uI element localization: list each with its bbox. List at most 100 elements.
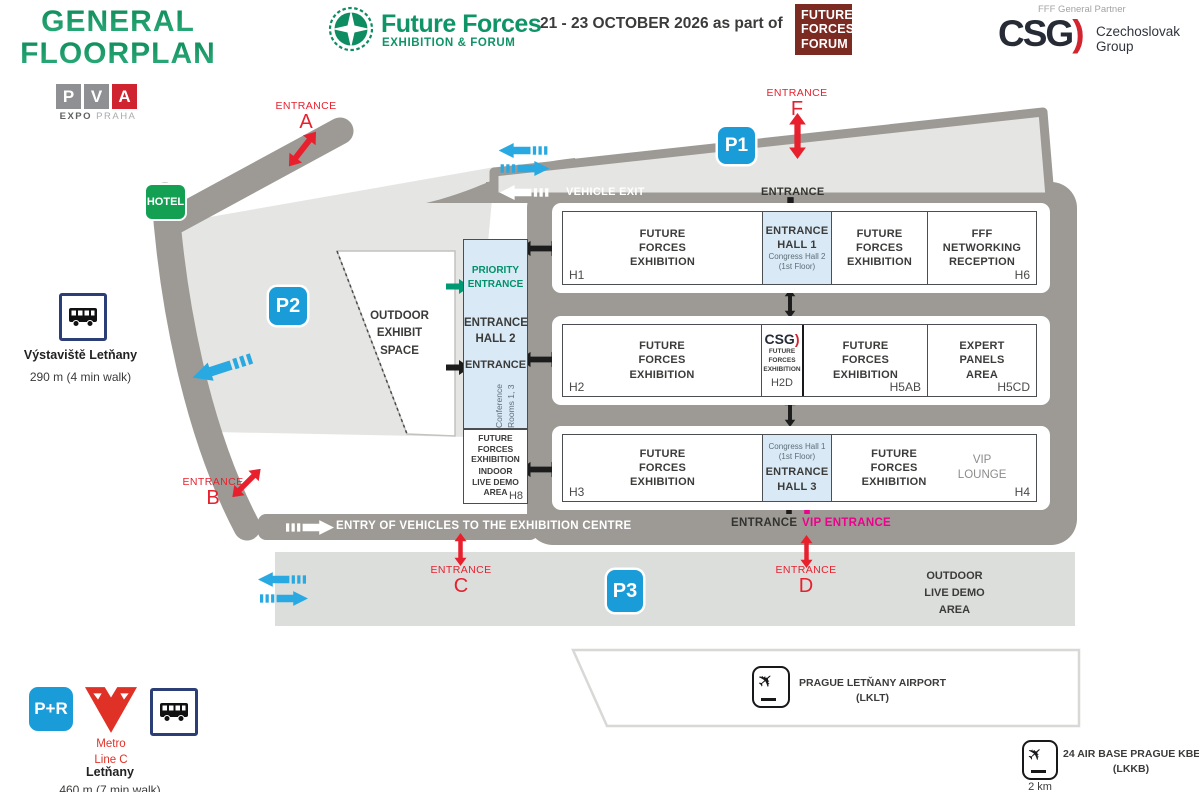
entrance-hall-2: PRIORITY ENTRANCE ENTRANCE HALL 2 ENTRAN… [463, 239, 528, 429]
parking-p1-badge: P1 [718, 127, 755, 164]
p2-exit-arrow-icon [192, 353, 254, 381]
kbely-airbase-name: 24 AIR BASE PRAGUE KBELY [1063, 748, 1199, 760]
entrance-c-letter: C [453, 575, 469, 597]
page-title-line1: GENERAL [2, 6, 234, 38]
row3-side-connector-arrow-icon [520, 461, 562, 478]
entrance-d-label: ENTRANCE D [768, 564, 844, 596]
h3-exhibition-label: FUTURE FORCES EXHIBITION [630, 447, 695, 489]
p3-right-arrow-icon [260, 591, 308, 606]
metro-station-distance: 460 m (7 min walk) [59, 783, 161, 792]
pva-expo-label: EXPO [59, 111, 93, 122]
p3-parking-area [275, 552, 1075, 626]
top-entrance-label: ENTRANCE [761, 186, 825, 198]
hall-h6: FFF NETWORKING RECEPTION H6 [928, 212, 1036, 284]
h4-code: H4 [1014, 485, 1030, 499]
kbely-distance: 2 km [1028, 781, 1052, 792]
entrance-a-arrow-icon [288, 131, 317, 167]
h2d-exhibition-label: FUTURE FORCES EXHIBITION [763, 348, 801, 373]
entrance-a-word: ENTRANCE [275, 100, 337, 112]
row1-side-connector-arrow-icon [520, 240, 562, 257]
conference-rooms-label: Conference Rooms 1, 3 [494, 384, 516, 428]
entrance-hall-3-label: ENTRANCE HALL 3 [765, 466, 829, 493]
entrance-f-word: ENTRANCE [766, 87, 828, 99]
hall-row-3: FUTURE FORCES EXHIBITION H3 Congress Hal… [552, 426, 1050, 510]
hall-row-2: FUTURE FORCES EXHIBITION H2 CSG) FUTURE … [552, 316, 1050, 405]
bus-glyph-icon [69, 308, 97, 327]
hall-h3: FUTURE FORCES EXHIBITION H3 [563, 435, 763, 501]
row2-row3-connector-arrow-icon [784, 398, 796, 427]
row2-side-connector-arrow-icon [520, 351, 562, 368]
future-forces-forum-logo: FUTURE FORCES FORUM [795, 4, 854, 55]
bus-route-right-arrow-icon [500, 161, 550, 176]
kbely-airbase-label: 24 AIR BASE PRAGUE KBELY (LKKB) [1063, 747, 1199, 777]
p3-left-arrow-icon [258, 572, 306, 587]
pva-praha-label: PRAHA [96, 111, 137, 122]
h8-exhibition-label: FUTURE FORCES EXHIBITION [471, 433, 520, 465]
hall-row1-exhibition: FUTURE FORCES EXHIBITION [832, 212, 928, 284]
priority-entrance-label: PRIORITY ENTRANCE [467, 265, 524, 290]
airplane-glyph-2-icon: ✈ [1022, 741, 1049, 768]
outdoor-live-demo-label: OUTDOOR LIVE DEMO AREA [924, 570, 985, 617]
entrance-d-word: ENTRANCE [775, 564, 837, 576]
h2d-csg-logo: CSG) [764, 332, 799, 346]
hall-h4: FUTURE FORCES EXHIBITION VIP LOUNGE H4 [832, 435, 1036, 501]
bottom-road-extension [258, 514, 538, 540]
entrance-hall-1-label: ENTRANCE HALL 1 [765, 224, 829, 251]
h2d-csg-text: CSG [764, 331, 795, 348]
h5ab-exhibition-label: FUTURE FORCES EXHIBITION [833, 340, 898, 381]
hall-h2d-csg: CSG) FUTURE FORCES EXHIBITION H2D [762, 325, 804, 396]
entrance-f-arrow-icon [789, 113, 806, 159]
entrance-c-arrow-icon [454, 533, 467, 566]
vehicle-exit-label: VEHICLE EXIT [566, 186, 645, 198]
h1-code: H1 [569, 268, 585, 282]
letnany-airport-icon: ✈ [752, 666, 790, 708]
expert-panels-label: EXPERT PANELS AREA [959, 340, 1005, 381]
entrance-hall-2-label: ENTRANCE HALL 2 [464, 317, 528, 345]
hall-h1: FUTURE FORCES EXHIBITION H1 [563, 212, 763, 284]
row1-row2-connector-arrow-icon [784, 289, 796, 318]
h2d-csg-paren: ) [794, 331, 800, 348]
fff-line1: FUTURE [801, 8, 853, 22]
hall-h5ab: FUTURE FORCES EXHIBITION H5AB [804, 325, 928, 396]
future-forces-emblem-icon [328, 6, 374, 52]
h6-code: H6 [1014, 268, 1030, 282]
future-forces-logo-name: Future Forces [381, 10, 542, 38]
congress-hall-2-floor-label: (1st Floor) [778, 262, 816, 272]
pva-letter-a: A [112, 84, 137, 109]
h2-code: H2 [569, 380, 585, 394]
kbely-airbase-icon: ✈ [1022, 740, 1058, 780]
p1-parking-area [489, 107, 1055, 202]
bus-stop-2-icon [150, 688, 198, 736]
entrance-f-label: ENTRANCE F [759, 87, 835, 119]
letnany-airport-name: PRAGUE LETŇANY AIRPORT [798, 677, 946, 689]
metro-line-label: Metro Line C [94, 738, 128, 767]
entrance-b-arrow-icon [232, 468, 261, 498]
congress-hall-1-label: Congress Hall 1 [768, 442, 826, 452]
entrance-hall-3: Congress Hall 1 (1st Floor) ENTRANCE HAL… [763, 435, 832, 501]
entrance-f-letter: F [790, 98, 804, 120]
outdoor-exhibit-dashed-edge [336, 250, 408, 435]
letnany-airport-label: PRAGUE LETŇANY AIRPORT (LKLT) [795, 676, 950, 706]
entrance-b-label: ENTRANCE B [175, 476, 251, 508]
h5ab-code: H5AB [889, 380, 921, 394]
h1-exhibition-label: FUTURE FORCES EXHIBITION [630, 227, 695, 269]
bus-glyph-2-icon [160, 703, 188, 722]
letnany-airport-code: (LKLT) [855, 692, 890, 705]
h8-code: H8 [508, 490, 523, 502]
vip-entrance-label: VIP ENTRANCE [802, 517, 892, 529]
h4-exhibition-label: FUTURE FORCES EXHIBITION [861, 447, 927, 489]
outdoor-exhibit-space-label: OUTDOOR EXHIBIT SPACE [370, 310, 429, 357]
kbely-airbase-code: (LKKB) [1112, 763, 1150, 776]
runway-bar-2-icon [1031, 769, 1046, 773]
entrance-b-letter: B [206, 487, 220, 509]
hall-h2: FUTURE FORCES EXHIBITION H2 [563, 325, 762, 396]
fff-line3: FORUM [801, 36, 848, 51]
entry-of-vehicles-label: ENTRY OF VEHICLES TO THE EXHIBITION CENT… [336, 520, 632, 532]
csg-group-label: Czechoslovak Group [1096, 24, 1181, 55]
parking-p2-badge: P2 [269, 287, 307, 325]
parking-p3-badge: P3 [607, 570, 643, 612]
park-and-ride-badge: P+R [29, 687, 73, 731]
vip-lounge-label: VIP LOUNGE [957, 454, 1007, 481]
pva-letter-p: P [56, 84, 81, 109]
